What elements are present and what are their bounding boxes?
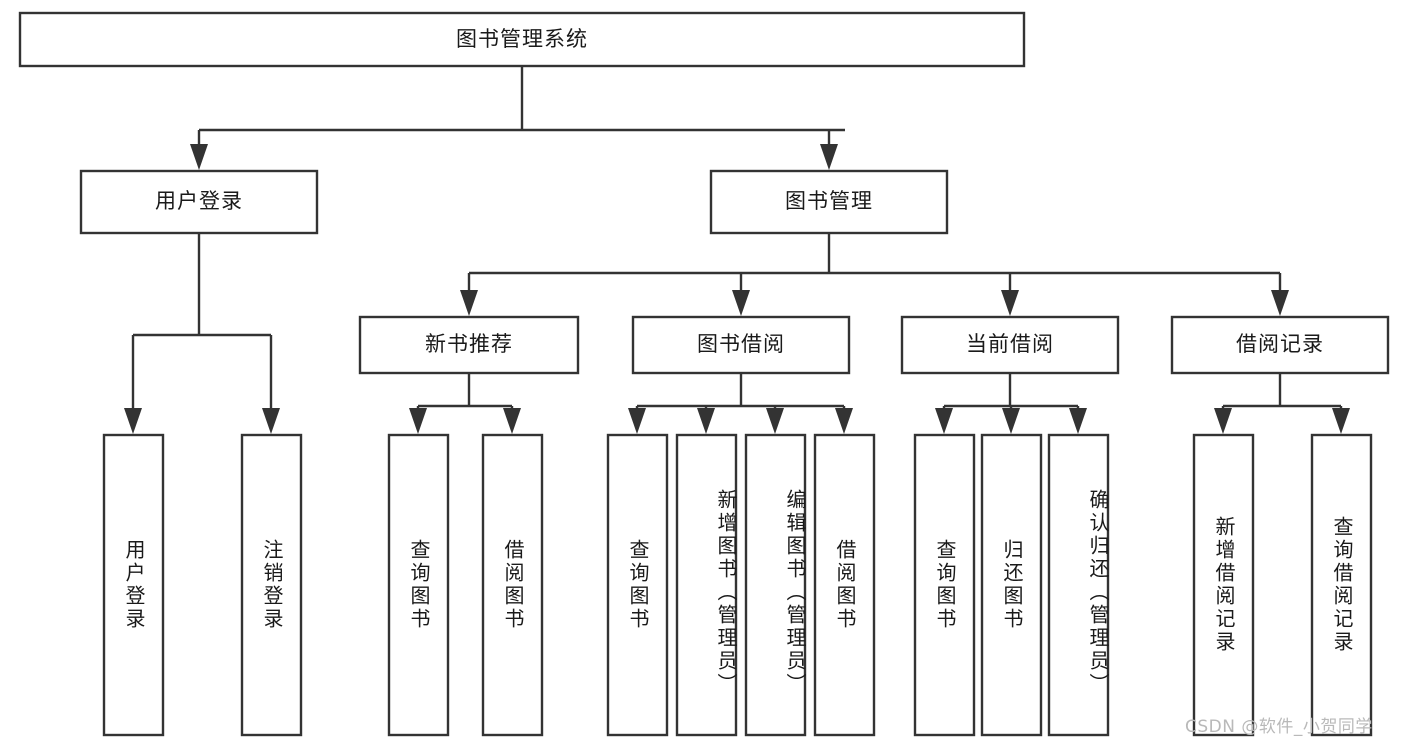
node-box-book-manage[interactable]: [709, 169, 949, 235]
node-box-leaf-query-book-2[interactable]: [606, 433, 669, 737]
node-box-leaf-return-book[interactable]: [980, 433, 1043, 737]
node-box-current-borrow[interactable]: [900, 315, 1120, 375]
connector-user-login-to-leaves: [124, 233, 280, 434]
node-box-borrow-record[interactable]: [1170, 315, 1390, 375]
node-box-leaf-query-record[interactable]: [1310, 433, 1373, 737]
node-box-leaf-confirm-return[interactable]: [1047, 433, 1110, 737]
node-box-root[interactable]: [18, 11, 1026, 68]
node-box-book-borrow[interactable]: [631, 315, 851, 375]
connector-book-borrow-to-leaves: [628, 373, 853, 434]
node-box-leaf-add-book[interactable]: [675, 433, 738, 737]
node-box-user-login[interactable]: [79, 169, 319, 235]
node-box-new-book-recommend[interactable]: [358, 315, 580, 375]
connector-borrow-record-to-leaves: [1214, 373, 1350, 434]
csdn-watermark: CSDN @软件_小贺同学: [1185, 717, 1373, 737]
node-box-leaf-user-logout[interactable]: [240, 433, 303, 737]
connector-current-borrow-to-leaves: [935, 373, 1087, 434]
node-box-leaf-edit-book[interactable]: [744, 433, 807, 737]
node-box-leaf-query-book-3[interactable]: [913, 433, 976, 737]
node-box-leaf-borrow-book-2[interactable]: [813, 433, 876, 737]
connector-book-manage-to-level3: [460, 233, 1289, 316]
node-box-leaf-borrow-book-1[interactable]: [481, 433, 544, 737]
connector-root-to-level2: [190, 66, 845, 170]
node-box-leaf-add-record[interactable]: [1192, 433, 1255, 737]
connector-new-book-recommend-to-leaves: [409, 373, 521, 434]
node-box-leaf-query-book-1[interactable]: [387, 433, 450, 737]
node-box-leaf-user-login[interactable]: [102, 433, 165, 737]
